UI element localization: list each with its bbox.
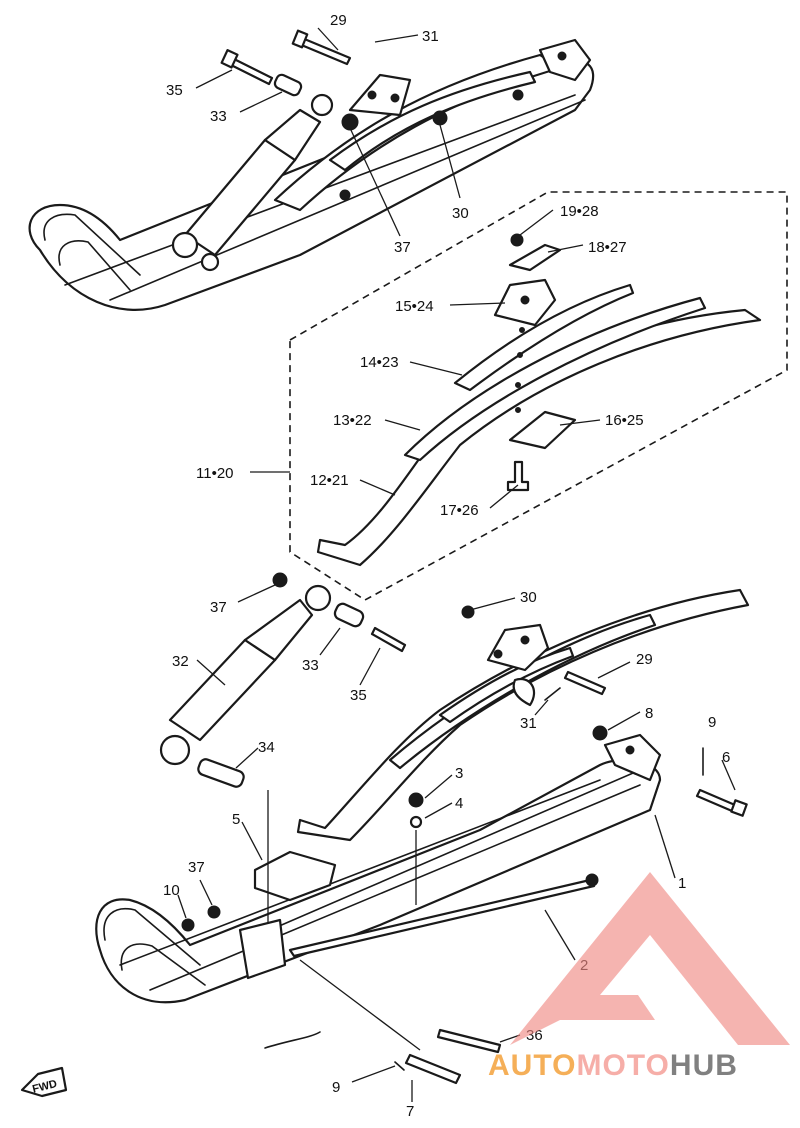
callout-33-top: 33 [210,108,227,125]
callout-11-20: 11•20 [196,465,234,482]
nut-30-lower [461,605,475,619]
pin-9-lower [394,1061,405,1071]
automotohub-watermark: AUTOMOTOHUB [488,872,790,1082]
pin-31-lower [544,687,561,701]
watermark-auto: AUTO [488,1049,576,1082]
watermark-logo-triangle [510,872,790,1045]
callout-9-right: 9 [708,714,716,731]
leaf-spring-subassembly-box [289,191,788,601]
callout-10: 10 [163,882,180,899]
bolt-36 [436,1028,502,1054]
callout-4: 4 [455,795,463,812]
callout-15-24: 15•24 [395,298,434,315]
callout-5: 5 [232,811,240,828]
callout-29-top: 29 [330,12,347,29]
collar-33-lower [333,602,365,628]
callout-9-low: 9 [332,1079,340,1096]
watermark-hub: HUB [670,1049,738,1082]
svg-text:AUTOMOTOHUB: AUTOMOTOHUB [488,1049,738,1082]
saddle-5 [253,850,337,902]
nut-10 [181,918,195,932]
bracket-18-27 [508,243,562,272]
leaf-spring-lower [296,588,750,842]
fwd-arrow: FWD [20,1066,68,1098]
watermark-moto: MOTO [576,1049,669,1082]
lower-exploded-assembly [95,572,750,1085]
callout-31-top: 31 [422,28,439,45]
fwd-arrow-label: FWD [31,1078,58,1096]
callout-37-mid: 37 [210,599,227,616]
callout-19-28: 19•28 [560,203,599,220]
callout-18-27: 18•27 [588,239,627,256]
bolt-17-26 [506,460,530,492]
callout-30-mid: 30 [520,589,537,606]
callout-33-mid: 33 [302,657,319,674]
callout-16-25: 16•25 [605,412,644,429]
bolt-29-lower [563,670,607,696]
bolt-35-lower [370,626,407,653]
callout-14-23: 14•23 [360,354,399,371]
leader-lines [177,27,736,1102]
callout-35-top: 35 [166,82,183,99]
nut-37-ski [207,905,221,919]
callout-1: 1 [678,875,686,892]
callout-7: 7 [406,1103,414,1120]
callout-34: 34 [258,739,275,756]
nut-3 [408,792,424,808]
top-bolt-29 [297,36,352,66]
callout-3: 3 [455,765,463,782]
nut-19-28 [510,233,524,247]
nut-8 [592,725,608,741]
callout-8: 8 [645,705,653,722]
callout-30-top: 30 [452,205,469,222]
callout-12-21: 12•21 [310,472,349,489]
callout-13-22: 13•22 [333,412,372,429]
callout-17-26: 17•26 [440,502,479,519]
top-ski-assembly [28,29,595,311]
top-bolt-35 [227,56,274,86]
washer-4 [409,815,423,829]
callout-35-mid: 35 [350,687,367,704]
leaf-13-22 [403,296,707,462]
callout-32: 32 [172,653,189,670]
nut-37-lower [272,572,288,588]
top-collar-33 [273,73,303,97]
callout-37-top: 37 [394,239,411,256]
spindle-7 [404,1053,462,1085]
callout-labels: 29 31 35 33 30 37 19•28 18•27 15•24 14•2… [163,12,730,1120]
top-nut-30 [432,110,448,126]
callout-31-mid: 31 [520,715,537,732]
top-nut-37 [341,113,359,131]
collar-34 [197,758,245,788]
ski-body-1 [95,758,662,1004]
plate-16-25 [508,410,577,450]
callout-29-mid: 29 [636,651,653,668]
callout-37-low: 37 [188,859,205,876]
bolt-6 [695,788,737,813]
callout-6: 6 [722,749,730,766]
